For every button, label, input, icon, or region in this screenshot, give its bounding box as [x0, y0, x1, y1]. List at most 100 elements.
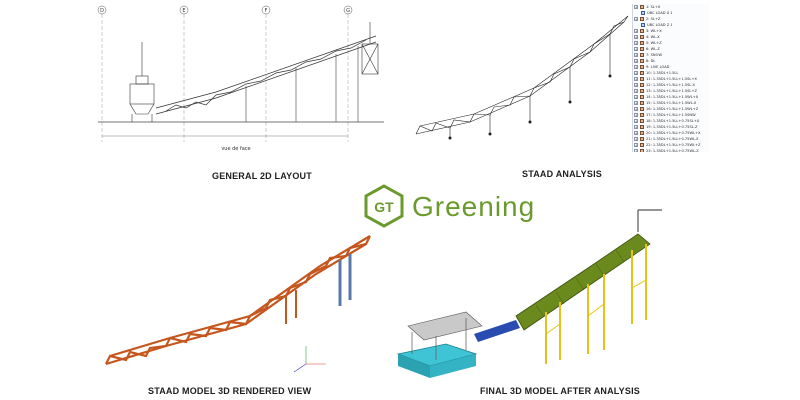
expand-icon[interactable]: + — [634, 119, 638, 123]
expand-icon[interactable]: + — [634, 95, 638, 99]
expand-icon[interactable]: + — [634, 17, 638, 21]
load-case-label: 3: WL+X — [646, 29, 662, 33]
load-case-icon — [640, 149, 644, 152]
caption-staad-analysis: STAAD ANALYSIS — [522, 169, 602, 179]
expand-icon[interactable]: + — [634, 107, 638, 111]
load-case-label: 1: SL+X — [646, 5, 661, 9]
load-case-label: 13: 1.35DL+1.5LL+1.5SL+Z — [646, 89, 697, 93]
load-case-icon — [640, 137, 644, 141]
load-case-label: 19: 1.35DL+1.5LL+0.75SL-Z — [646, 125, 698, 129]
load-case-label: 23: 1.35DL+1.5LL+0.75WL-Z — [646, 149, 699, 152]
load-case-icon — [640, 125, 644, 129]
load-case-icon — [640, 59, 644, 63]
staad-analysis-panel — [410, 4, 632, 154]
staad-3d-rendered-panel — [96, 214, 386, 382]
load-case-row[interactable]: +3: WL+X — [633, 28, 709, 34]
expand-icon[interactable]: + — [634, 89, 638, 93]
load-case-row[interactable]: +18: 1.35DL+1.5LL+0.75SL+X — [633, 118, 709, 124]
load-case-icon — [640, 65, 644, 69]
load-case-row[interactable]: +17: 1.35DL+1.5LL+1.5SNW — [633, 112, 709, 118]
load-case-label: 16: 1.35DL+1.5LL+1.5WL+Z — [646, 107, 699, 111]
load-case-label: 22: 1.35DL+1.5LL+0.75WL+Z — [646, 143, 701, 147]
grid-label-f: F — [265, 8, 268, 14]
load-case-row[interactable]: +7: SNOW — [633, 52, 709, 58]
expand-icon[interactable]: + — [634, 47, 638, 51]
load-case-label: 4: WL-X — [646, 35, 660, 39]
load-case-icon — [640, 41, 644, 45]
greening-logo-icon: GT — [364, 184, 404, 228]
expand-icon[interactable]: + — [634, 149, 638, 152]
final-3d-model — [396, 209, 662, 378]
load-case-row[interactable]: +14: 1.35DL+1.5LL+1.5WL+X — [633, 94, 709, 100]
load-case-label: 10: 1.35DL+1.5LL — [646, 71, 679, 75]
load-case-icon — [641, 23, 645, 27]
load-case-row[interactable]: +1: SL+X — [633, 4, 709, 10]
load-case-row[interactable]: +9: LIVE LOAD — [633, 64, 709, 70]
load-case-row[interactable]: +16: 1.35DL+1.5LL+1.5WL+Z — [633, 106, 709, 112]
load-case-label: 17: 1.35DL+1.5LL+1.5SNW — [646, 113, 696, 117]
expand-icon[interactable]: + — [634, 131, 638, 135]
load-case-row[interactable]: +10: 1.35DL+1.5LL — [633, 70, 709, 76]
view-label: vue de face — [221, 146, 250, 152]
expand-icon[interactable]: + — [634, 71, 638, 75]
load-case-row[interactable]: +8: DL — [633, 58, 709, 64]
load-case-icon — [640, 77, 644, 81]
load-case-icon — [640, 17, 644, 21]
load-case-label: 6: WL-Z — [646, 47, 660, 51]
staad-wireframe — [415, 15, 629, 140]
load-case-row[interactable]: +13: 1.35DL+1.5LL+1.5SL+Z — [633, 88, 709, 94]
load-case-label: UBC LOAD X 1 — [647, 11, 673, 15]
load-case-row[interactable]: +21: 1.35DL+1.5LL+0.75WL-X — [633, 136, 709, 142]
expand-icon[interactable]: + — [634, 41, 638, 45]
load-case-row[interactable]: +4: WL-X — [633, 34, 709, 40]
load-case-row[interactable]: +22: 1.35DL+1.5LL+0.75WL+Z — [633, 142, 709, 148]
load-case-row[interactable]: +6: WL-Z — [633, 46, 709, 52]
load-case-icon — [640, 35, 644, 39]
load-case-icon — [640, 71, 644, 75]
expand-icon[interactable]: + — [634, 59, 638, 63]
load-case-row[interactable]: +2: SL+Z — [633, 16, 709, 22]
grid-label-e: E — [182, 8, 185, 14]
load-case-icon — [640, 119, 644, 123]
expand-icon[interactable]: + — [634, 35, 638, 39]
load-case-label: 21: 1.35DL+1.5LL+0.75WL-X — [646, 137, 699, 141]
2d-layout-drawing: D E F G — [97, 5, 384, 152]
staad-3d-rendered-model — [105, 235, 371, 373]
expand-icon[interactable]: + — [634, 5, 638, 9]
expand-icon[interactable]: + — [634, 83, 638, 87]
expand-icon[interactable]: + — [634, 137, 638, 141]
load-case-label: 20: 1.35DL+1.5LL+0.75WL+X — [646, 131, 701, 135]
expand-icon[interactable]: + — [634, 113, 638, 117]
load-case-icon — [640, 47, 644, 51]
expand-icon[interactable]: + — [634, 143, 638, 147]
expand-icon[interactable]: + — [634, 77, 638, 81]
caption-general-2d-layout: GENERAL 2D LAYOUT — [212, 171, 312, 181]
load-case-icon — [640, 143, 644, 147]
expand-icon[interactable]: + — [634, 125, 638, 129]
expand-icon[interactable]: + — [634, 101, 638, 105]
load-case-row[interactable]: +20: 1.35DL+1.5LL+0.75WL+X — [633, 130, 709, 136]
grid-label-d: D — [100, 8, 104, 14]
grid-label-g: G — [346, 8, 350, 14]
load-case-row[interactable]: UBC LOAD Z 1 — [633, 22, 709, 28]
load-case-row[interactable]: +11: 1.35DL+1.5LL+1.5SL+X — [633, 76, 709, 82]
expand-icon[interactable]: + — [634, 65, 638, 69]
load-case-icon — [640, 107, 644, 111]
caption-final-3d-model: FINAL 3D MODEL AFTER ANALYSIS — [480, 386, 640, 396]
load-case-icon — [640, 53, 644, 57]
greening-wordmark: Greening — [412, 191, 536, 222]
load-case-icon — [641, 11, 645, 15]
final-3d-model-panel — [376, 204, 686, 384]
load-case-row[interactable]: +19: 1.35DL+1.5LL+0.75SL-Z — [633, 124, 709, 130]
load-case-row[interactable]: +12: 1.35DL+1.5LL+1.5SL-X — [633, 82, 709, 88]
load-case-label: 14: 1.35DL+1.5LL+1.5WL+X — [646, 95, 699, 99]
expand-icon[interactable]: + — [634, 53, 638, 57]
load-case-icon — [640, 131, 644, 135]
load-case-row[interactable]: UBC LOAD X 1 — [633, 10, 709, 16]
load-case-row[interactable]: +5: WL+Z — [633, 40, 709, 46]
expand-icon[interactable]: + — [634, 29, 638, 33]
load-case-label: 11: 1.35DL+1.5LL+1.5SL+X — [646, 77, 697, 81]
load-case-row[interactable]: +23: 1.35DL+1.5LL+0.75WL-Z — [633, 148, 709, 152]
load-case-row[interactable]: +15: 1.35DL+1.5LL+1.5WL-X — [633, 100, 709, 106]
